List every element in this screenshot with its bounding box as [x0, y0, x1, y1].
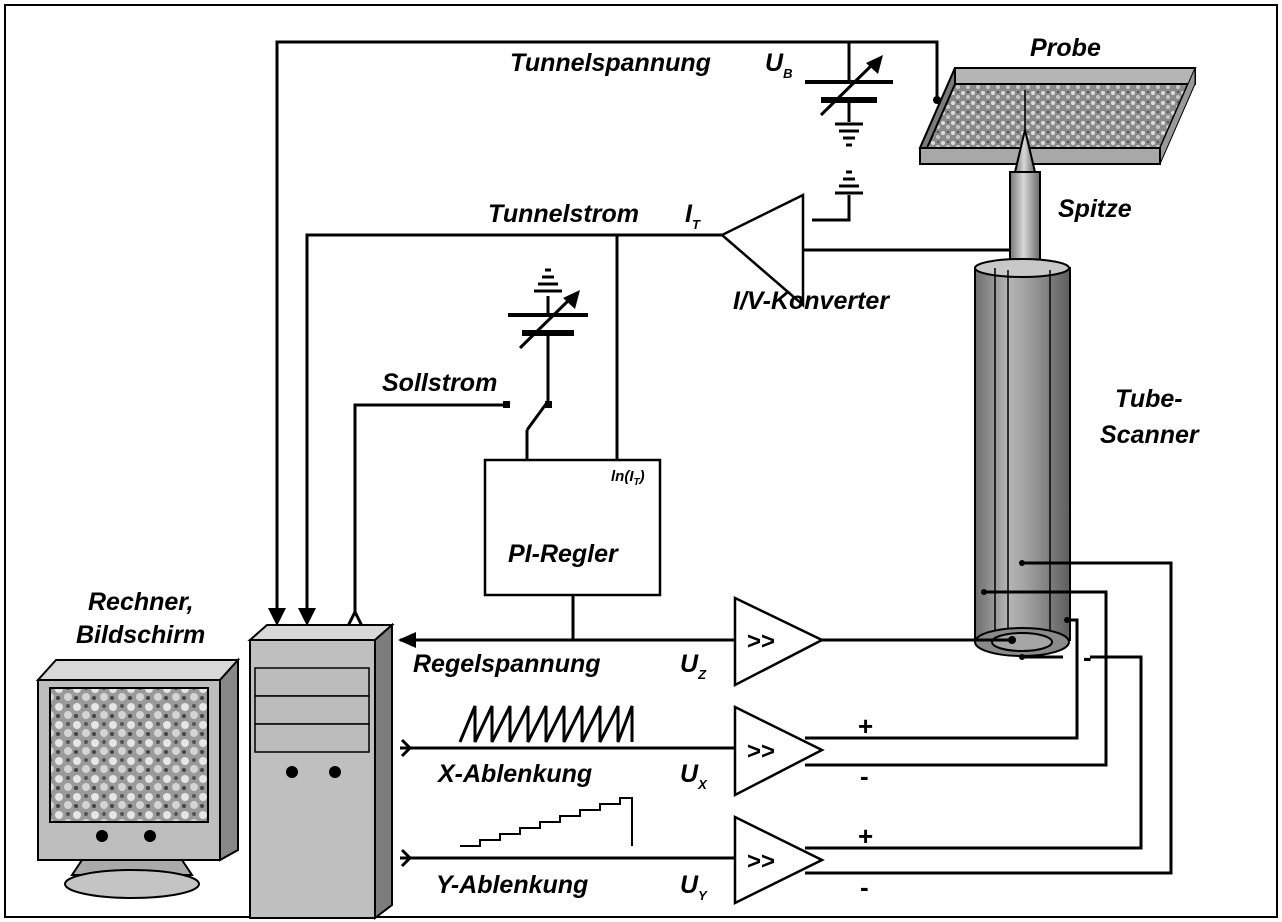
amp-z-symbol: >>: [747, 628, 775, 655]
i-t-label: IT: [685, 200, 701, 232]
ground-iv: [835, 170, 863, 195]
amp-x-symbol: >>: [747, 738, 775, 765]
computer-case: [247, 622, 395, 921]
y-staircase-waveform: [460, 797, 633, 847]
arrow-tunnelspannung-in: [268, 608, 286, 626]
amp-x: [733, 704, 825, 798]
frame-border: [4, 4, 1278, 918]
u-y-label: UY: [680, 871, 708, 903]
tip: [1009, 90, 1041, 263]
x-ablenkung-label: X-Ablenkung: [436, 760, 592, 788]
tube-scanner-label-line1: Tube-: [1115, 385, 1183, 413]
tunnelstrom-label: Tunnelstrom: [488, 200, 639, 228]
u-b-label: UB: [765, 49, 792, 81]
monitor: [35, 657, 241, 899]
u-z-label: UZ: [680, 650, 707, 682]
iv-converter-amp: [719, 192, 805, 308]
x-minus-sign: -: [860, 761, 869, 791]
arrow-x-out: [400, 738, 413, 758]
amp-y: [733, 814, 825, 906]
rechner-label-line1: Rechner,: [88, 588, 194, 616]
tunnelspannung-label: Tunnelspannung: [510, 49, 711, 77]
x-sawtooth-waveform: [458, 705, 634, 743]
u-x-label: UX: [680, 760, 708, 792]
setpoint-source: [508, 268, 588, 350]
sample: [918, 67, 1197, 165]
tube-scanner-label-line2: Scanner: [1100, 421, 1200, 449]
regelspannung-label: Regelspannung: [413, 650, 601, 678]
amp-y-symbol: >>: [747, 848, 775, 875]
sollstrom-label: Sollstrom: [382, 369, 497, 397]
y-ablenkung-label: Y-Ablenkung: [436, 871, 588, 899]
arrow-sollstrom-in: [345, 608, 365, 629]
x-plus-sign: +: [858, 711, 873, 741]
arrow-y-out: [400, 848, 413, 868]
ln-it-label: ln(IT): [611, 468, 645, 488]
tunnel-voltage-source: [805, 55, 893, 117]
y-plus-sign: +: [858, 821, 873, 851]
ground-ub: [835, 122, 863, 147]
arrow-regelspannung-in: [398, 632, 416, 648]
iv-konverter-label: I/V-Konverter: [733, 287, 890, 315]
wiring: [275, 40, 1173, 875]
probe-label: Probe: [1030, 34, 1101, 62]
pi-regler-box: [483, 458, 662, 597]
arrow-tunnelstrom-in: [298, 608, 316, 626]
pi-regler-label: PI-Regler: [508, 540, 619, 568]
spitze-label: Spitze: [1058, 195, 1132, 223]
scanner-minus-sign: -: [1083, 642, 1092, 672]
y-minus-sign: -: [860, 872, 869, 902]
tube-scanner: [974, 258, 1071, 657]
amp-z: [733, 596, 825, 688]
rechner-label-line2: Bildschirm: [76, 621, 205, 649]
